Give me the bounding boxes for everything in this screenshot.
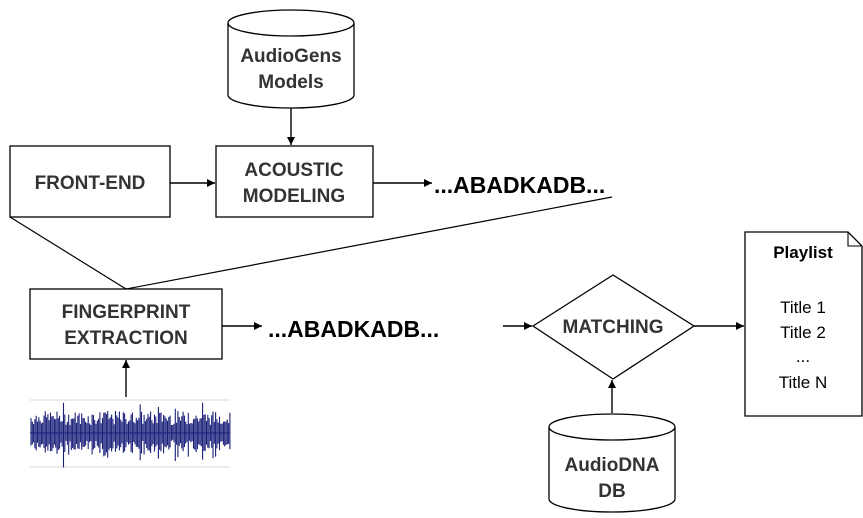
- audiogens-models-line2: Models: [258, 72, 323, 93]
- fingerprint-extraction-line2: EXTRACTION: [64, 328, 188, 349]
- audiodna-db-line1: AudioDNA: [565, 455, 660, 476]
- expansion-lines: [9, 196, 613, 290]
- playlist-item: Title 1: [780, 298, 826, 317]
- playlist-item: ...: [796, 347, 810, 366]
- matching-label: MATCHING: [563, 317, 664, 338]
- playlist-document: Playlist Title 1 Title 2 ... Title N: [744, 231, 863, 417]
- playlist-item: Title N: [779, 373, 828, 392]
- audiodna-db: AudioDNA DB: [548, 413, 676, 513]
- acoustic-modeling-box: ACOUSTIC MODELING: [215, 145, 374, 218]
- front-end-label: FRONT-END: [35, 173, 146, 194]
- arrows: [122, 108, 744, 413]
- sequence-middle: ...ABADKADB...: [268, 316, 439, 342]
- acoustic-modeling-line1: ACOUSTIC: [244, 160, 344, 181]
- front-end-box: FRONT-END: [9, 145, 171, 218]
- sequence-top: ...ABADKADB...: [434, 172, 605, 198]
- audiodna-db-line2: DB: [598, 481, 625, 502]
- acoustic-modeling-line2: MODELING: [243, 186, 345, 207]
- audiogens-models-line1: AudioGens: [240, 46, 341, 67]
- audiogens-models-db: AudioGens Models: [227, 9, 355, 109]
- fingerprint-extraction-line1: FINGERPRINT: [62, 302, 191, 323]
- audio-waveform: [30, 399, 231, 468]
- playlist-title: Playlist: [773, 243, 833, 262]
- playlist-item: Title 2: [780, 323, 826, 342]
- fingerprint-extraction-box: FINGERPRINT EXTRACTION: [29, 288, 223, 360]
- matching-diamond: MATCHING: [531, 274, 696, 380]
